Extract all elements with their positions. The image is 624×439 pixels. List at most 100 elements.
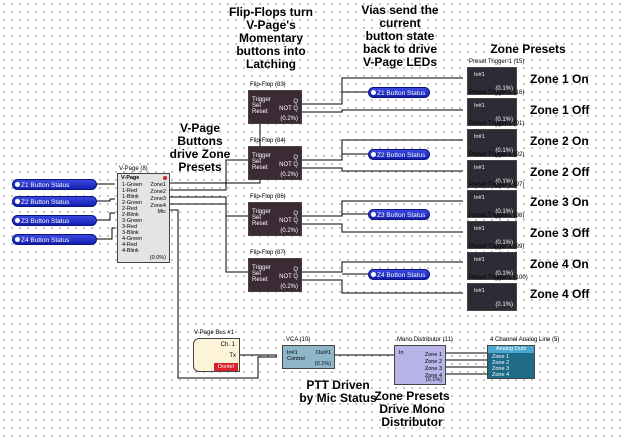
- via-label: Z3 Button Status: [377, 212, 426, 219]
- via-label: Z1 Button Status: [377, 90, 426, 97]
- flipflop-block[interactable]: Trigger Set Reset Q NOT Q (0.2%): [248, 258, 302, 292]
- zone-label: Zone 4 On: [530, 257, 589, 271]
- preset-percent: (0.1%): [495, 148, 513, 154]
- zone-label: Zone 2 On: [530, 134, 589, 148]
- vpage-input: 3-Red: [122, 224, 137, 230]
- analog-block[interactable]: Analog Outs Zone 1 Zone 2 Zone 3 Zone 4: [487, 345, 535, 379]
- ff-input: Set: [252, 103, 262, 109]
- vpage-input: 1-Blink: [122, 194, 139, 200]
- note-line: back to drive: [362, 42, 438, 56]
- bus-status-button[interactable]: Dontel: [214, 363, 238, 371]
- flipflop-block[interactable]: Trigger Set Reset Q NOT Q (0.2%): [248, 146, 302, 180]
- zone-label: Zone 2 Off: [530, 165, 590, 179]
- via-label: Z2 Button Status: [377, 152, 426, 159]
- preset-block[interactable]: In#1 (0.1%): [467, 67, 517, 95]
- input-via-z1[interactable]: Z1 Button Status: [12, 179, 97, 190]
- ff-input: Reset: [252, 109, 268, 115]
- preset-input: In#1: [474, 72, 485, 78]
- via-label: Z4 Button Status: [377, 272, 426, 279]
- preset-block[interactable]: In#1(0.1%): [467, 190, 517, 218]
- input-via-z4[interactable]: Z4 Button Status: [12, 234, 97, 245]
- ff-output: NOT Q: [279, 106, 298, 112]
- via-dot-icon: [371, 272, 376, 277]
- ff-output: Q: [293, 211, 298, 217]
- mono-output: Zone 4: [424, 373, 442, 379]
- preset-block[interactable]: In#1(0.1%): [467, 160, 517, 188]
- ff-input: Set: [252, 159, 262, 165]
- ff-input: Trigger: [252, 265, 271, 271]
- ptt-note: PTT Driven by Mic Status: [290, 379, 386, 405]
- preset-title: Preset Trigger-2 (98): [469, 213, 525, 219]
- via-label: Z2 Button Status: [21, 199, 70, 206]
- vpage-input: 4-Red: [122, 242, 137, 248]
- preset-percent: (0.1%): [495, 209, 513, 215]
- ff-output: NOT Q: [279, 162, 298, 168]
- preset-title: Preset Trigger-2 (16): [469, 90, 525, 96]
- note-line: Buttons: [177, 134, 223, 148]
- vpage-header: V-Page: [121, 175, 140, 181]
- preset-input: In#1: [474, 134, 485, 140]
- note-line: Drive Mono: [379, 402, 445, 416]
- preset-input: In#1: [474, 257, 485, 263]
- output-via-z1[interactable]: Z1 Button Status: [368, 87, 430, 98]
- bus-tx: Tx: [229, 353, 236, 359]
- flipflop-title: Flip-Flop (87): [250, 250, 286, 256]
- preset-title: Preset Trigger-1 (91): [469, 121, 525, 127]
- vpage-output: Zone4: [150, 203, 166, 209]
- preset-block[interactable]: In#1(0.1%): [467, 283, 517, 311]
- preset-percent: (0.1%): [495, 86, 513, 92]
- flipflop-block[interactable]: Trigger Set Reset Q NOT Q (0.2%): [248, 202, 302, 236]
- via-dot-icon: [15, 237, 20, 242]
- via-dot-icon: [15, 182, 20, 187]
- mono-note: Zone Presets Drive Mono Distributor: [364, 390, 460, 429]
- via-dot-icon: [371, 90, 376, 95]
- mono-block[interactable]: In Zone 1 Zone 2 Zone 3 Zone 4 (0.1%): [394, 345, 446, 385]
- flipflop-block[interactable]: Trigger Set Reset Q NOT Q (0.2%): [248, 90, 302, 124]
- preset-title: Preset Trigger-1 (15): [469, 59, 525, 65]
- vpage-bus-block[interactable]: Ch. 1 Tx Dontel: [193, 338, 240, 372]
- preset-block[interactable]: In#1 (0.1%): [467, 252, 517, 280]
- mono-title: Mono Distributor (11): [397, 337, 453, 343]
- note-line: Presets: [178, 160, 222, 174]
- note-line: buttons into: [236, 44, 306, 58]
- flipflop-title: Flip-Flop (83): [250, 82, 286, 88]
- input-via-z2[interactable]: Z2 Button Status: [12, 196, 97, 207]
- ff-output: NOT Q: [279, 218, 298, 224]
- preset-percent: (0.1%): [495, 302, 513, 308]
- vpage-input: 2-Blink: [122, 212, 139, 218]
- note-line: V-Page LEDs: [362, 55, 438, 69]
- ff-percent: (0.2%): [280, 284, 298, 290]
- preset-block[interactable]: In#1(0.1%): [467, 98, 517, 126]
- vpage-input: 4-Green: [122, 236, 143, 242]
- bus-channel: Ch. 1: [220, 342, 235, 348]
- output-via-z4[interactable]: Z4 Button Status: [368, 269, 430, 280]
- ff-output: NOT Q: [279, 274, 298, 280]
- ff-output: Q: [293, 99, 298, 105]
- ff-percent: (0.2%): [280, 116, 298, 122]
- preset-percent: (0.1%): [495, 271, 513, 277]
- vca-block[interactable]: In#1 Control Out#1 (0.1%): [282, 345, 335, 369]
- vca-output: Out#1: [316, 350, 331, 356]
- via-dot-icon: [371, 212, 376, 217]
- analog-output: Zone 1: [492, 354, 510, 360]
- vca-input: In#1: [287, 350, 298, 356]
- output-via-z2[interactable]: Z2 Button Status: [368, 149, 430, 160]
- preset-block[interactable]: In#1(0.1%): [467, 221, 517, 249]
- preset-input: In#1: [474, 103, 485, 109]
- preset-title: Preset Trigger-1 (97): [469, 182, 525, 188]
- ff-input: Trigger: [252, 97, 271, 103]
- preset-block[interactable]: In#1 (0.1%): [467, 129, 517, 157]
- input-via-z3[interactable]: Z3 Button Status: [12, 215, 97, 226]
- vpage-block[interactable]: V-Page 1-Green 1-Red 1-Blink 2-Green 2-R…: [117, 173, 170, 263]
- output-via-z3[interactable]: Z3 Button Status: [368, 209, 430, 220]
- flipflop-title: Flip-Flop (86): [250, 194, 286, 200]
- via-label: Z3 Button Status: [21, 218, 70, 225]
- vca-title: VCA (10): [286, 337, 311, 343]
- mono-input: In: [399, 350, 404, 356]
- ff-output: Q: [293, 267, 298, 273]
- vias-note: Vias send the current button state back …: [348, 4, 452, 69]
- note-line: Distributor: [381, 415, 443, 429]
- note-line: Vias send the: [361, 3, 439, 17]
- preset-percent: (0.1%): [495, 179, 513, 185]
- mono-output: Zone 1: [424, 352, 442, 358]
